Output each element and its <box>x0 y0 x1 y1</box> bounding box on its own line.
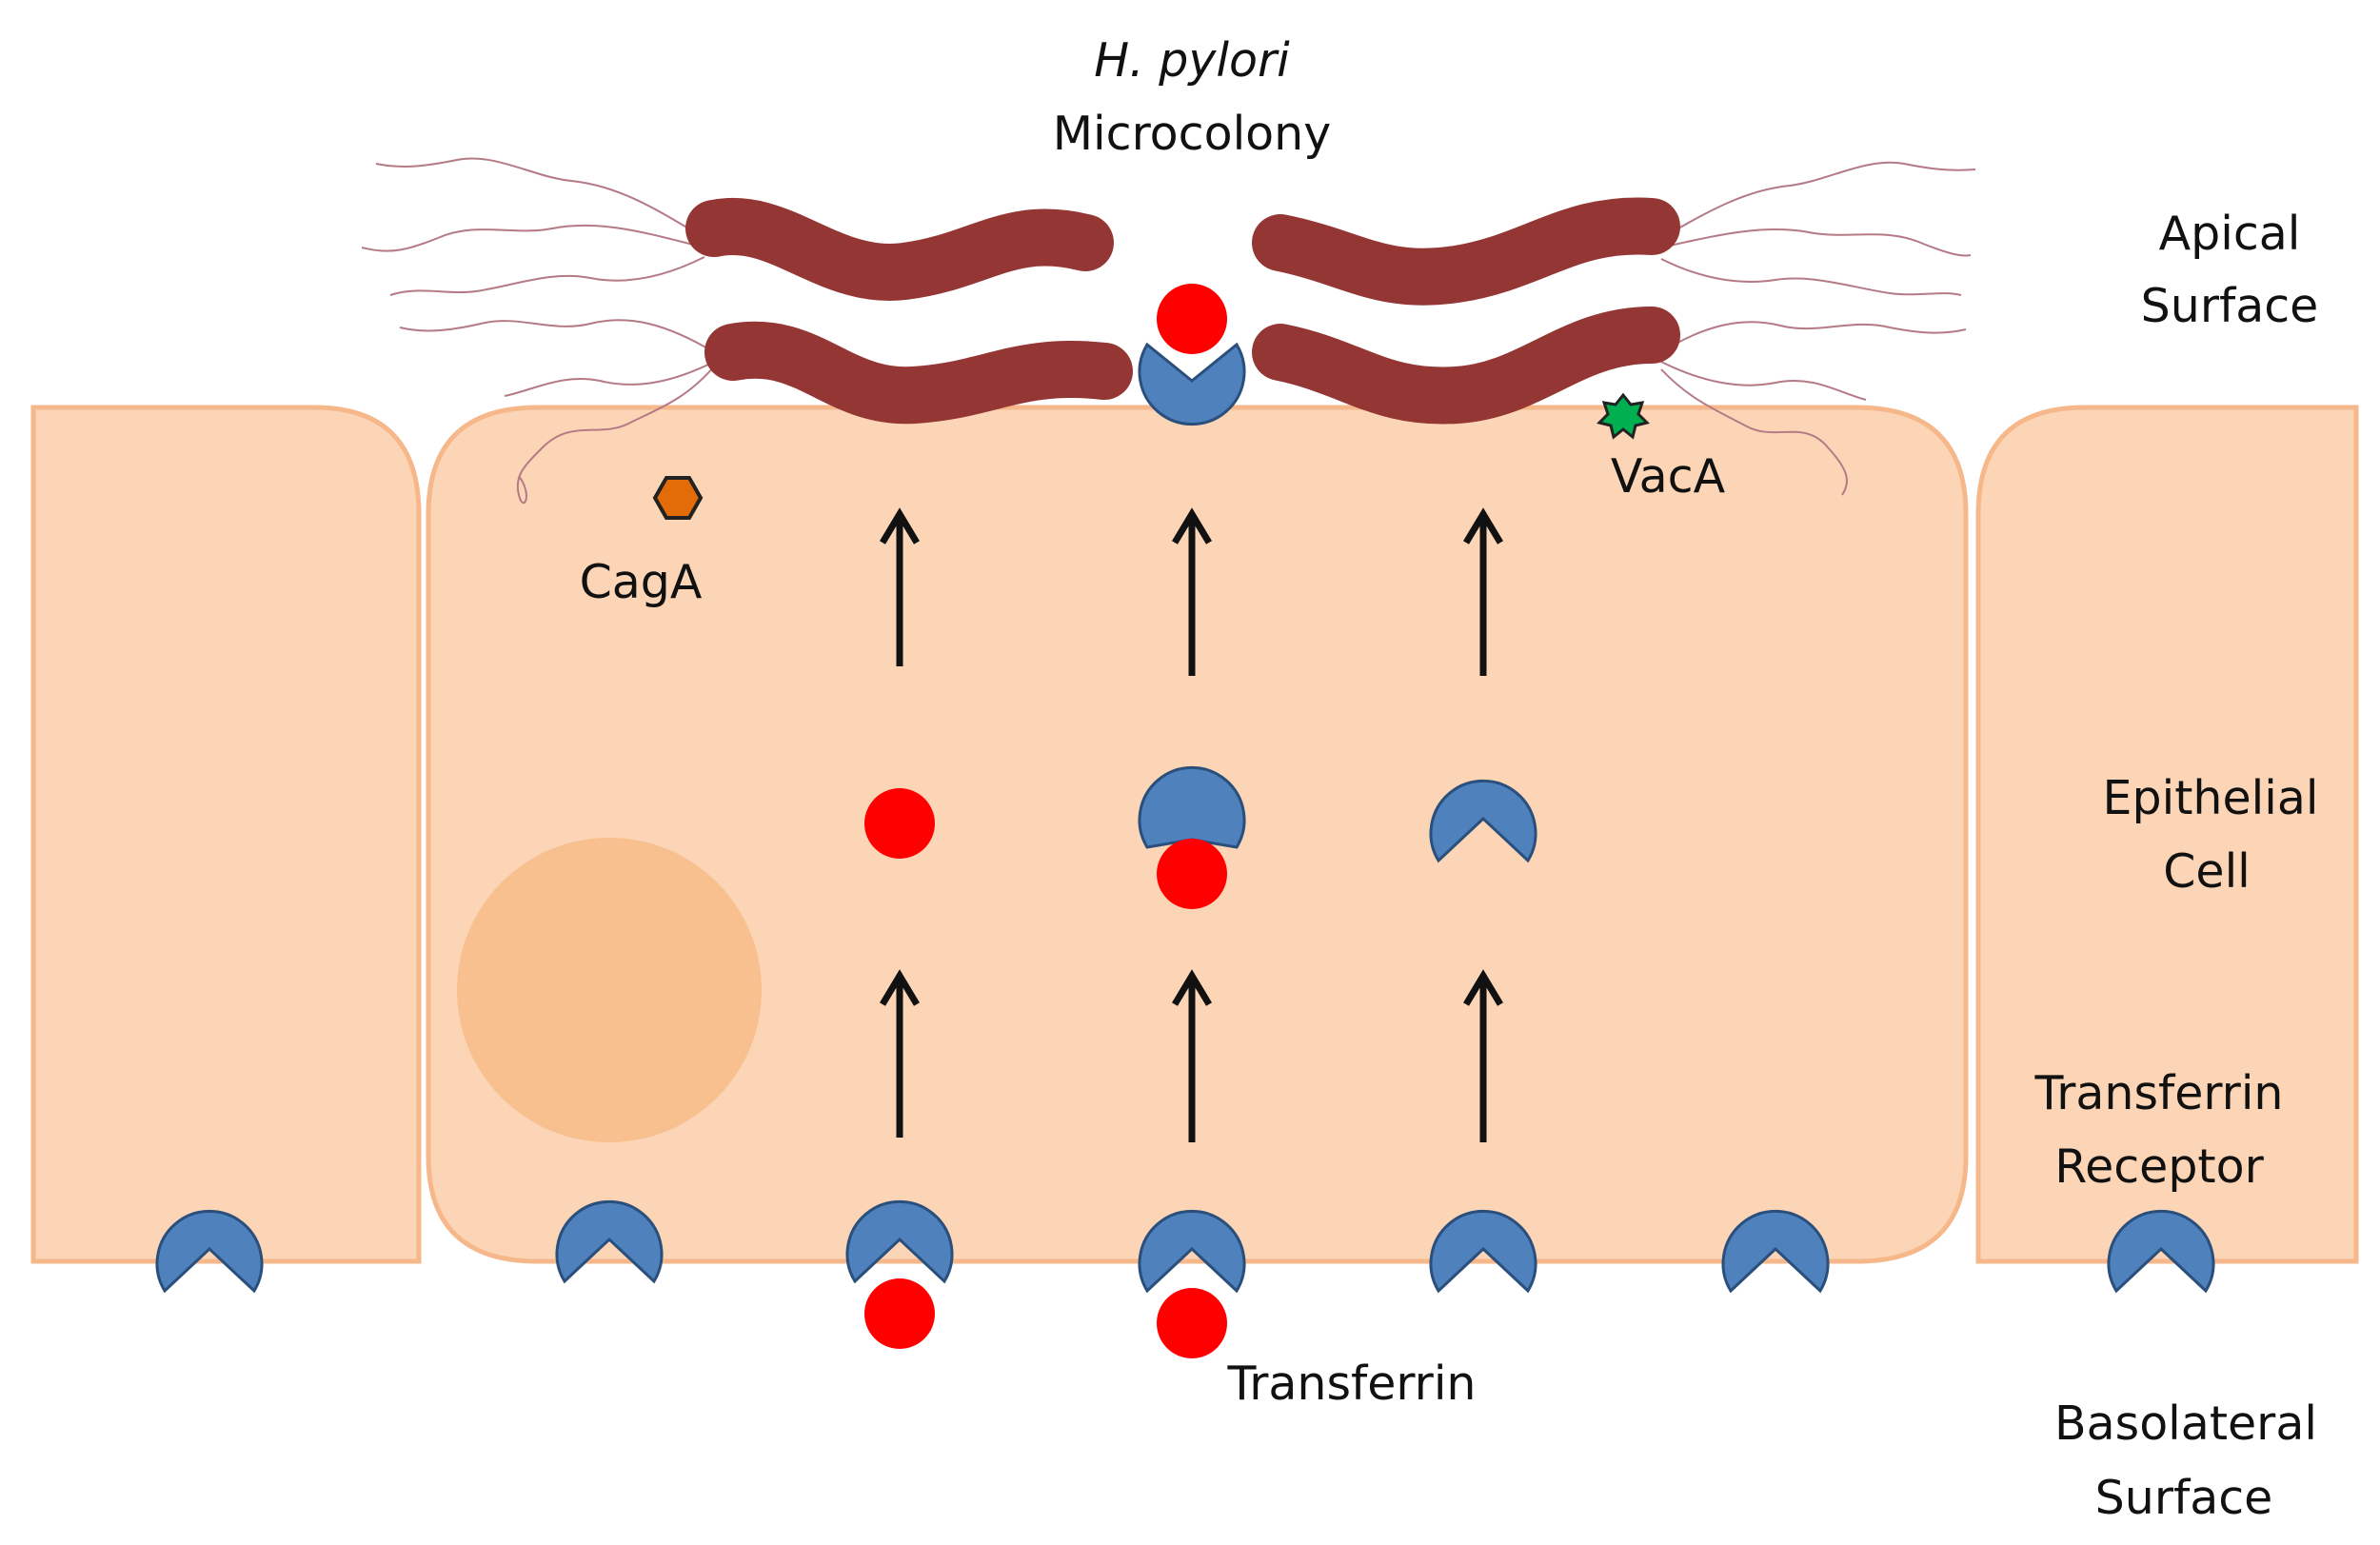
bacterium-top-left <box>685 198 1114 301</box>
vaca-label: VacA <box>1611 449 1726 504</box>
bacterium-bottom-left <box>704 321 1133 425</box>
transferrin-apical <box>1157 284 1227 354</box>
arrow-upper-middle <box>1171 507 1213 676</box>
vaca-toxin <box>1597 392 1650 440</box>
receptor-basal-5 <box>1429 1209 1537 1294</box>
receptor-basal-1 <box>155 1209 264 1294</box>
right-neighbor-cell <box>1975 405 2359 1264</box>
arrow-upper-right <box>1462 507 1504 676</box>
receptor-basal-6 <box>1721 1209 1830 1294</box>
apical-surface-label-line2: Surface <box>2141 279 2319 333</box>
arrow-lower-middle <box>1171 969 1213 1142</box>
receptor-cytoplasm-right <box>1429 779 1537 863</box>
receptor-apical <box>1138 342 1246 426</box>
basolateral-surface-label-line2: Surface <box>2095 1471 2273 1525</box>
basolateral-surface-label-line1: Basolateral <box>2054 1396 2317 1451</box>
arrow-lower-left <box>879 969 921 1138</box>
transferrin-molecules <box>864 284 1227 1358</box>
transferrin-basal-middle <box>1157 1288 1227 1358</box>
receptor-cytoplasm-middle <box>1138 765 1246 849</box>
bacterium-bottom-right <box>1252 307 1680 425</box>
transferrin-label: Transferrin <box>1227 1357 1477 1411</box>
transferrin-cytoplasm-left <box>864 788 935 859</box>
nucleus <box>457 838 762 1142</box>
receptor-basal-7 <box>2107 1209 2215 1294</box>
transport-arrows <box>879 507 1504 1142</box>
arrow-upper-left <box>879 507 921 666</box>
transferrin-basal-left <box>864 1278 935 1349</box>
h-pylori-microcolony <box>685 197 1680 425</box>
microcolony-label: Microcolony <box>1053 107 1331 161</box>
flagella <box>361 157 1976 505</box>
apical-surface-label-line1: Apical <box>2159 207 2301 261</box>
transferrin-receptors <box>155 342 2215 1294</box>
epithelial-cell-label-line1: Epithelial <box>2103 771 2319 825</box>
receptor-basal-3 <box>845 1199 954 1284</box>
transferrin-receptor-label-line1: Transferrin <box>2034 1066 2284 1120</box>
receptor-basal-2 <box>555 1199 664 1284</box>
transferrin-receptor-label-line2: Receptor <box>2054 1139 2264 1194</box>
caga-label: CagA <box>580 555 703 609</box>
epithelial-layer <box>30 405 2359 1264</box>
bacterium-top-right <box>1252 197 1680 306</box>
organism-name-label: H. pylori <box>1094 33 1290 88</box>
left-neighbor-cell <box>30 405 422 1264</box>
caga-toxin <box>652 476 704 520</box>
epithelial-cell-label-line2: Cell <box>2163 844 2251 899</box>
receptor-basal-4 <box>1138 1209 1246 1294</box>
transferrin-cytoplasm-middle <box>1157 839 1227 909</box>
arrow-lower-right <box>1462 969 1504 1142</box>
